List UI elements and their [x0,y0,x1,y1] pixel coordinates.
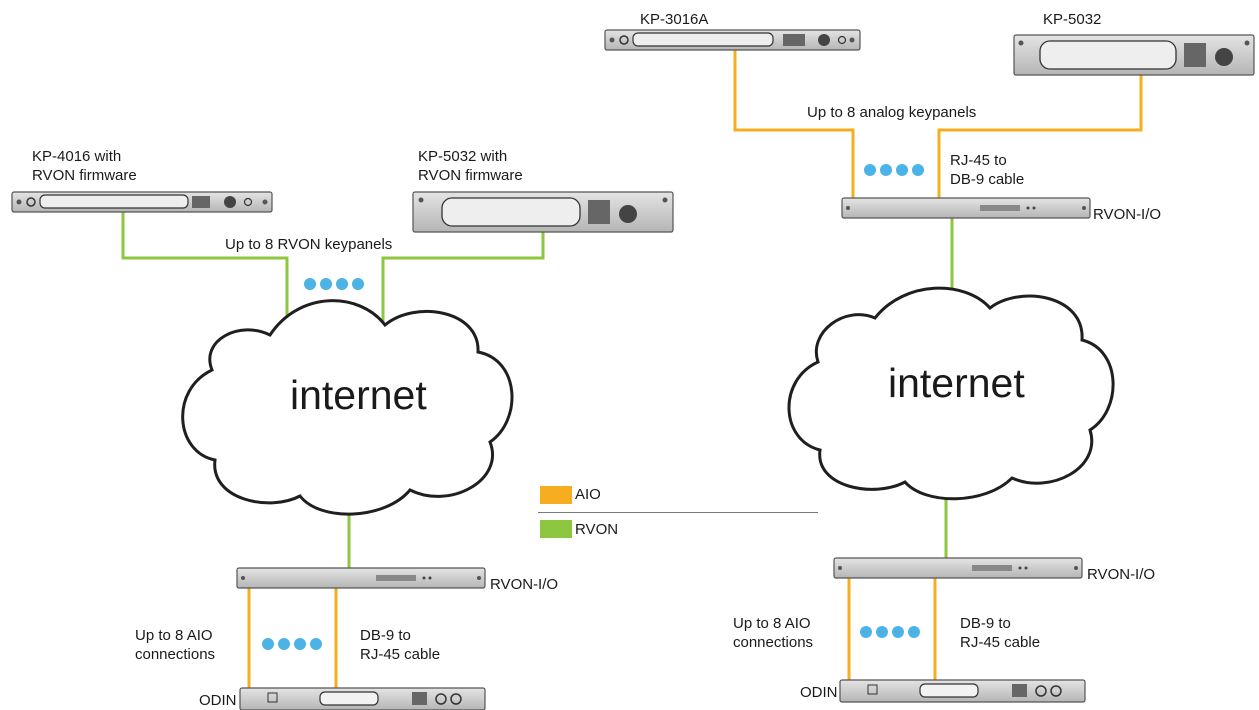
left-internet-cloud [181,299,514,516]
dot [352,278,364,290]
right-rj45-cable-label: RJ-45 to DB-9 cable [950,152,1025,188]
kp5032-right-label: KP-5032 [1043,11,1102,28]
left-bottom-dots [262,638,322,650]
right-top-dots [864,164,924,176]
right-keypanels-label: Up to 8 analog keypanels [807,104,977,121]
kp5032-left-keypanel [412,191,674,233]
left-top-dots [304,278,364,290]
kp4016-keypanel [11,191,273,213]
left-cloud-label: internet [290,372,427,418]
kp3016a-keypanel [604,29,861,51]
kp5032-right-keypanel [1013,34,1255,76]
left-odin-device [239,687,486,710]
dot [912,164,924,176]
dot [908,626,920,638]
legend-swatch-rvon [540,520,572,538]
right-connection-lines [733,50,1143,690]
legend-label-rvon: RVON [575,521,619,538]
left-odin-label: ODIN [199,692,237,709]
dot [336,278,348,290]
dot [876,626,888,638]
legend-divider [538,512,818,513]
dot [304,278,316,290]
dot [294,638,306,650]
right-aio-line-kp5032 [937,75,1143,198]
right-rvon-io-device-top [841,197,1091,219]
right-rvon-io-top-label: RVON-I/O [1093,206,1162,223]
left-rvon-line-kp5032 [381,232,545,326]
dot [860,626,872,638]
legend-swatch-aio [540,486,572,504]
right-rvon-io-bottom-label: RVON-I/O [1087,566,1156,583]
kp3016a-label: KP-3016A [640,11,709,28]
dot [278,638,290,650]
dot [262,638,274,650]
right-internet-cloud [787,286,1115,501]
right-cable-label: DB-9 to RJ-45 cable [960,615,1041,651]
left-rvon-io-label: RVON-I/O [490,576,559,593]
right-bottom-dots [860,626,920,638]
left-cable-label: DB-9 to RJ-45 cable [360,627,441,663]
kp4016-label: KP-4016 with RVON firmware [32,148,137,184]
dot [896,164,908,176]
right-aio-connections-label: Up to 8 AIO connections [733,615,814,651]
left-keypanels-label: Up to 8 RVON keypanels [225,236,393,253]
dot [892,626,904,638]
dot [310,638,322,650]
right-rvon-io-device-bottom [833,557,1083,579]
left-rvon-io-device [236,567,486,589]
right-odin-label: ODIN [800,684,838,701]
right-odin-device [839,679,1086,703]
dot [864,164,876,176]
right-aio-line-kp3016a [733,50,855,198]
left-rvon-line-kp4016 [121,212,289,328]
legend-label-aio: AIO [575,486,601,503]
dot [880,164,892,176]
kp5032-left-label: KP-5032 with RVON firmware [418,148,523,184]
dot [320,278,332,290]
left-aio-connections-label: Up to 8 AIO connections [135,627,216,663]
right-cloud-label: internet [888,360,1025,406]
